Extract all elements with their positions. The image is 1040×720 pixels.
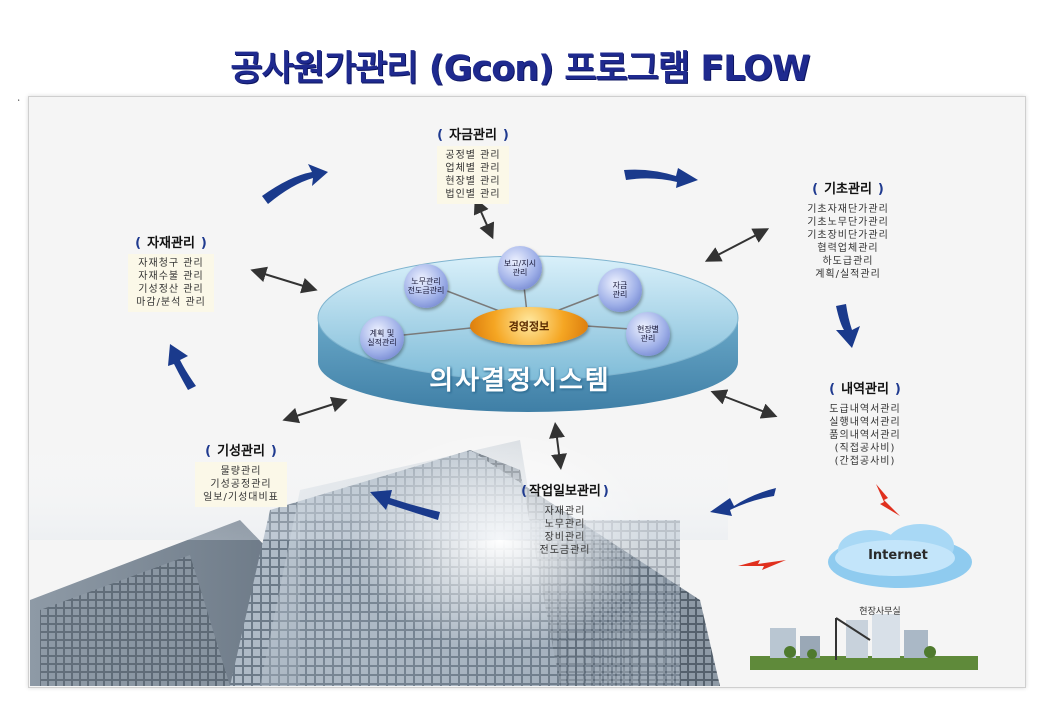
- corner-mark: ㆍ: [14, 96, 24, 107]
- node-labor: 노무관리 전도금관리: [404, 264, 448, 308]
- lightning-bolts: [738, 484, 900, 570]
- site-office-illustration: [750, 614, 978, 670]
- site-office-label: 현장사무실: [859, 607, 901, 617]
- connector-arrows: [250, 197, 778, 470]
- node-site: 현장별 관리: [626, 312, 670, 356]
- page-title: 공사원가관리 (Gcon) 프로그램 FLOW: [230, 49, 810, 89]
- building-illustration: [28, 430, 728, 686]
- node-funds: 자금 관리: [598, 268, 642, 312]
- decision-system-label: 의사결정시스템: [429, 366, 611, 396]
- node-report: 보고/지시 관리: [498, 246, 542, 290]
- node-plan: 계획 및 실적관리: [360, 316, 404, 360]
- internet-cloud: [828, 524, 972, 588]
- management-info-core: 경영정보: [470, 307, 588, 345]
- flow-arrows: [168, 164, 860, 520]
- internet-label: Internet: [868, 548, 928, 563]
